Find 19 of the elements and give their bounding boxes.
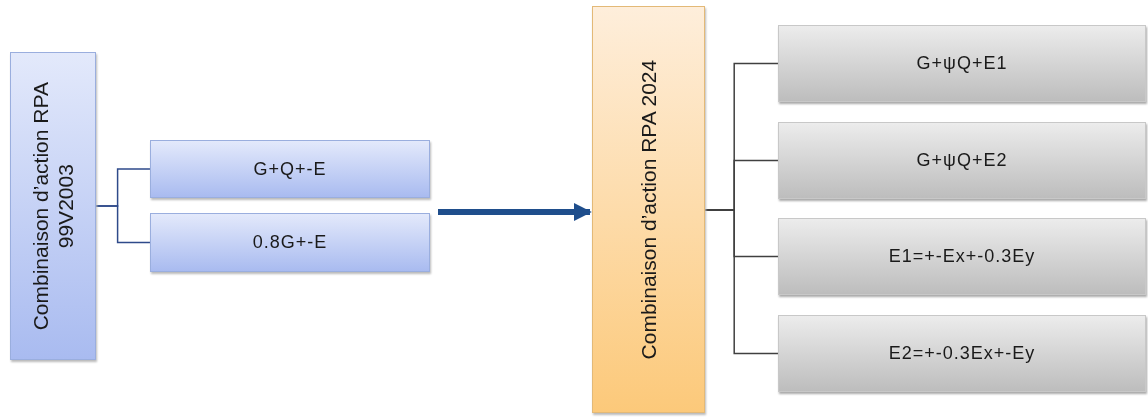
arrow xyxy=(438,203,592,221)
formula-box xyxy=(150,213,430,272)
connector-line xyxy=(704,209,779,355)
formula-box xyxy=(778,25,1146,102)
formula-label: E1=+-Ex+-0.3Ey xyxy=(888,246,1036,267)
category-box xyxy=(10,52,96,360)
formula-box xyxy=(150,140,430,198)
formula-label: E2=+-0.3Ex+-Ey xyxy=(888,343,1036,364)
category-label: Combinaison d’action RPA 2024 xyxy=(635,58,661,362)
connector-line xyxy=(95,205,151,244)
formula-label: G+ψQ+E2 xyxy=(916,150,1008,171)
category-box xyxy=(592,6,705,413)
formula-box xyxy=(778,315,1146,392)
formula-label: G+ψQ+E1 xyxy=(916,53,1008,74)
formula-box xyxy=(778,122,1146,199)
formula-label: 0.8G+-E xyxy=(252,232,328,253)
formula-label: G+Q+-E xyxy=(253,158,327,180)
formula-box xyxy=(778,218,1146,295)
category-label: Combinaison d’action RPA 99V2003 xyxy=(27,80,78,333)
